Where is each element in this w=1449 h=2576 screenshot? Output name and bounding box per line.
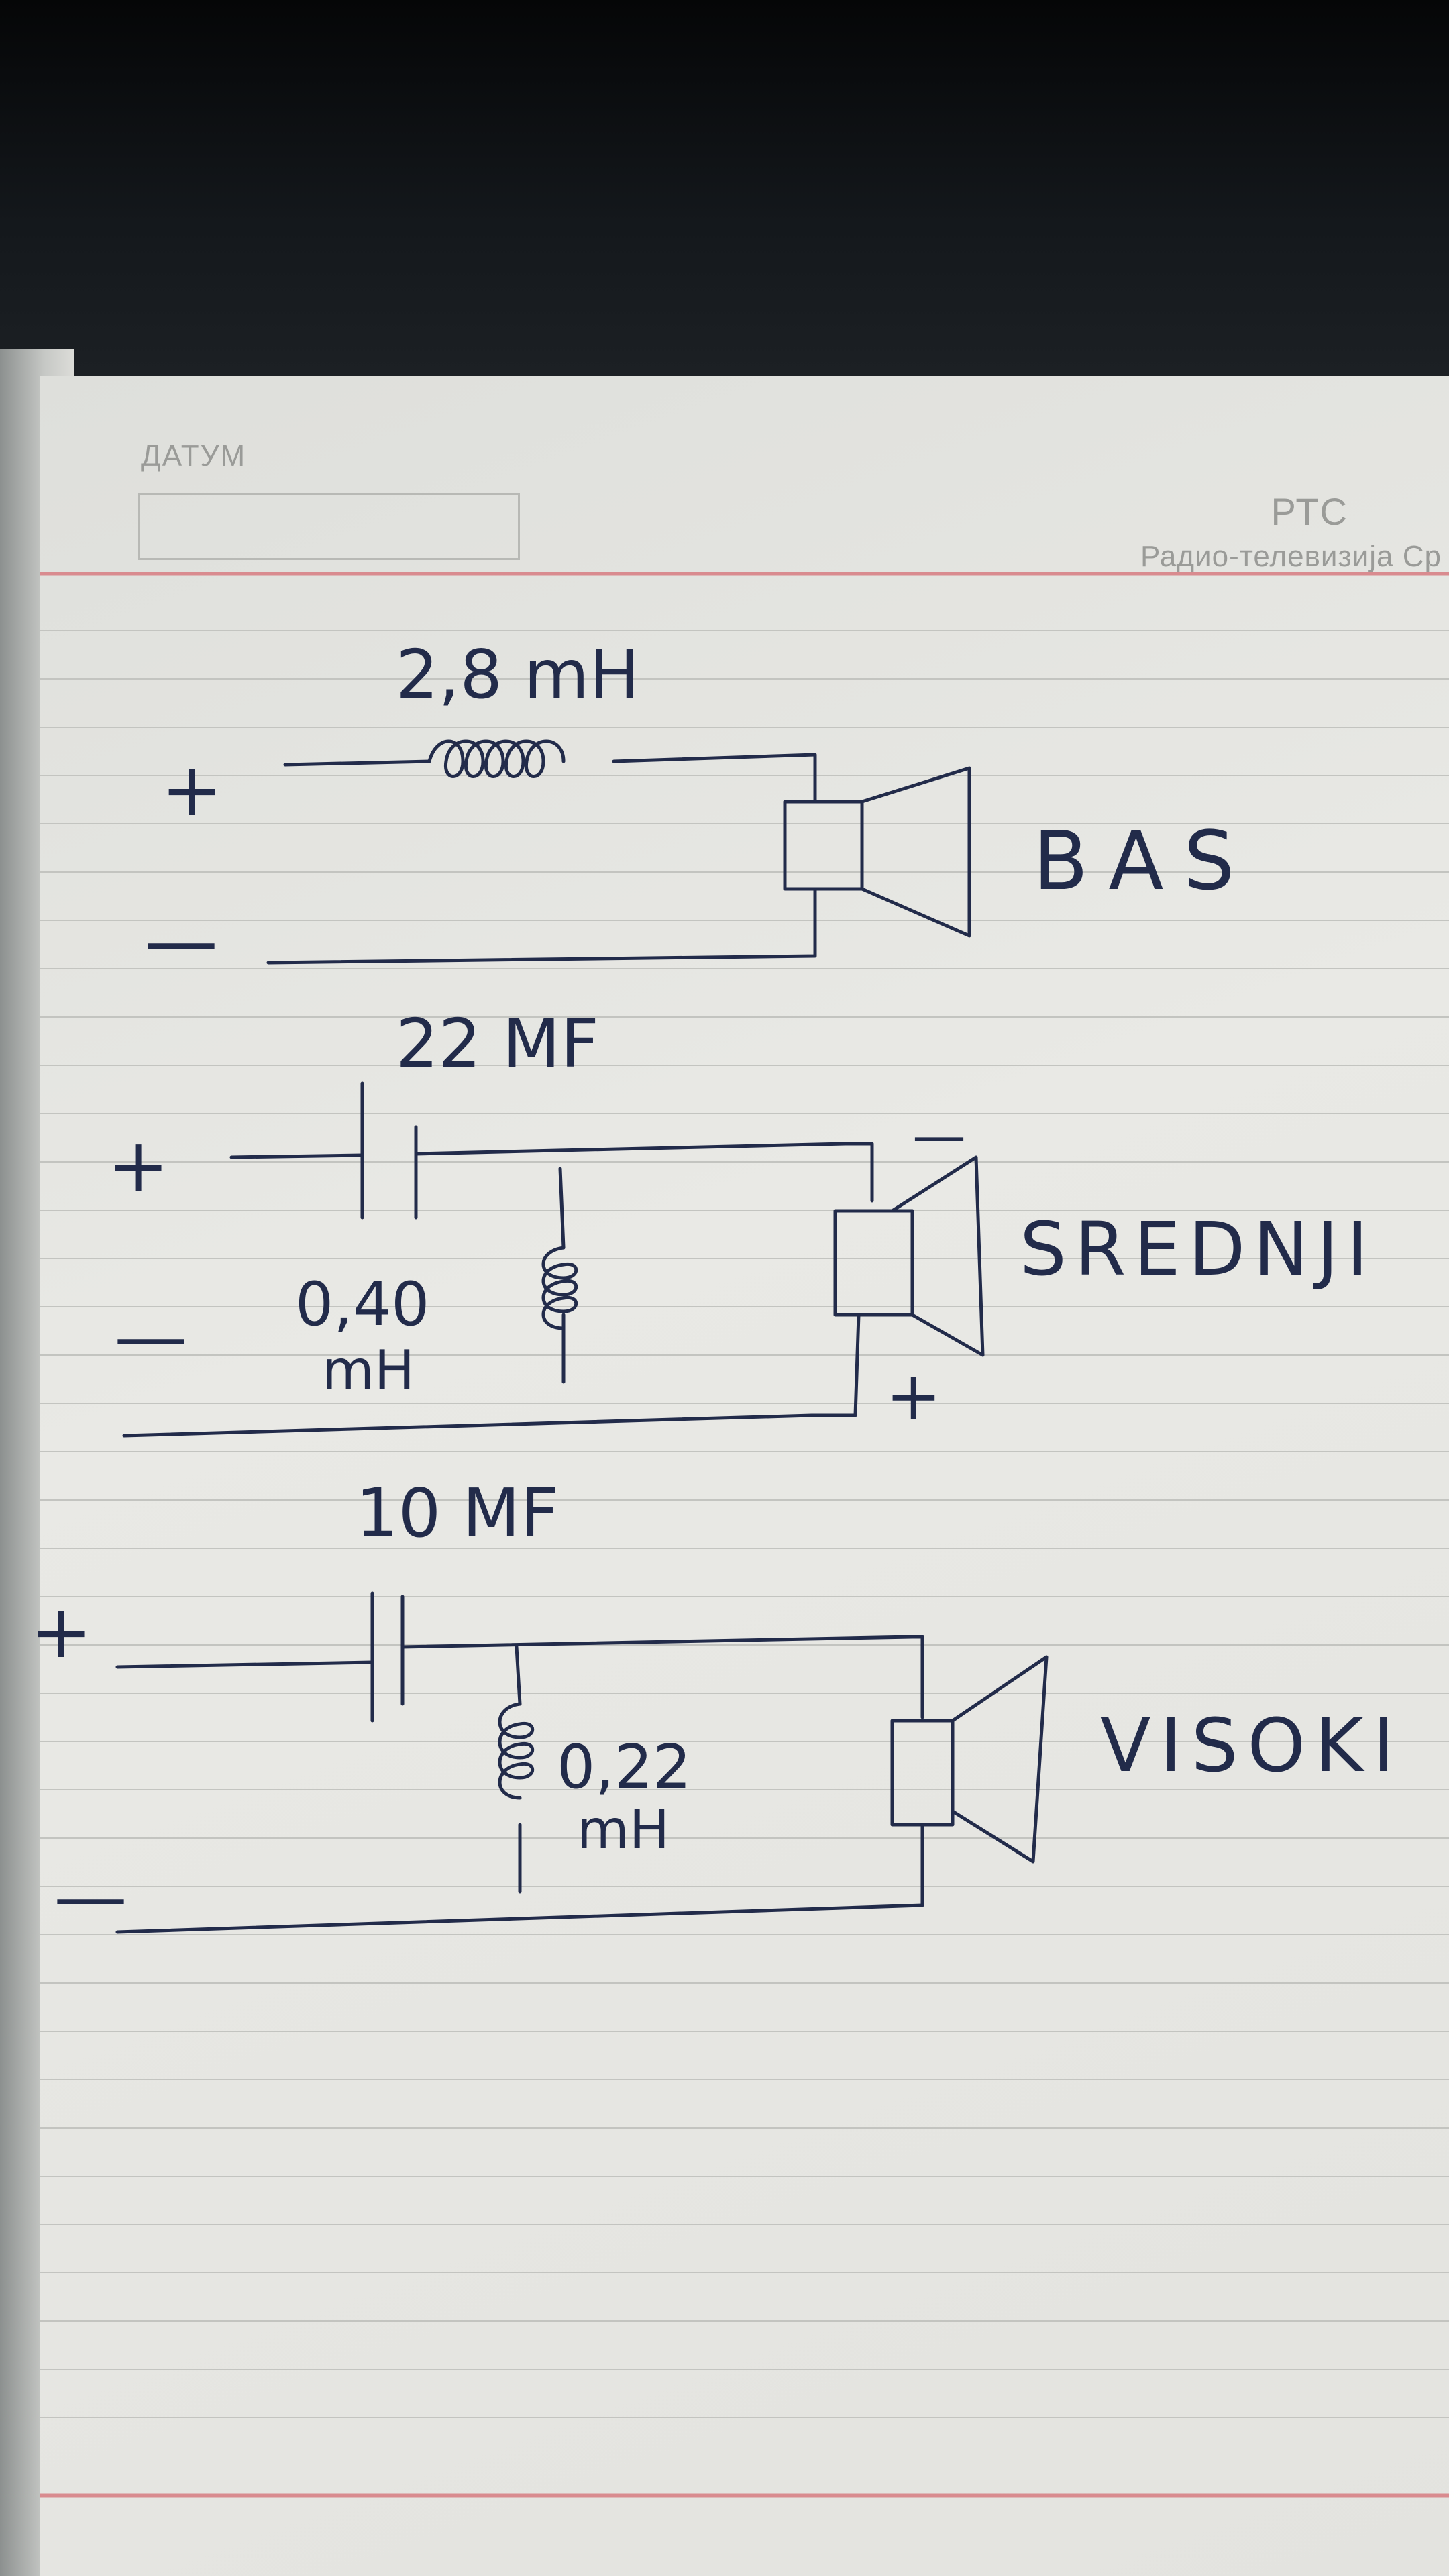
notebook-page: ДАТУМ РТС Радио-телевизија Ср — [40, 376, 1449, 2576]
bas-inductor-value: 2,8 mH — [396, 635, 639, 714]
page-ruling — [40, 572, 1449, 2498]
bas-speaker-magnet — [783, 800, 864, 891]
visoki-shunt-wire — [515, 1645, 522, 1706]
srednji-plus-wire-left — [229, 1153, 364, 1159]
srednji-inductor-value-bottom: mH — [322, 1339, 415, 1401]
visoki-speaker-magnet — [890, 1719, 955, 1827]
dark-background — [0, 0, 1449, 376]
visoki-minus-wire — [115, 1823, 924, 1934]
date-label: ДАТУМ — [141, 439, 247, 472]
srednji-minus-wire — [122, 1313, 861, 1438]
bas-minus-terminal: — — [144, 898, 218, 983]
circuit-visoki: + — 10 MF 0,22 mH VISOKI — [30, 1474, 1404, 1939]
brand-name: РТС — [1271, 490, 1348, 533]
bas-plus-wire-left — [283, 759, 431, 767]
bas-minus-wire — [266, 887, 817, 965]
srednji-capacitor-value: 22 MF — [396, 1004, 599, 1083]
circuit-srednji: + — 22 MF 0,40 mH — + SREDNJI — [107, 1004, 1377, 1438]
srednji-plus-terminal: + — [107, 1122, 169, 1208]
srednji-plus-wire-right — [414, 1142, 874, 1203]
brand-subtitle: Радио-телевизија Ср — [1140, 540, 1442, 573]
srednji-speaker-cone — [890, 1155, 985, 1357]
srednji-shunt-wire — [558, 1167, 566, 1250]
srednji-speaker-magnet — [833, 1209, 914, 1317]
bas-speaker-label: BAS — [1033, 815, 1255, 908]
bas-speaker-cone — [860, 766, 971, 938]
srednji-speaker-minus-mark: — — [912, 1104, 966, 1167]
bas-inductor — [427, 739, 566, 778]
visoki-capacitor-value: 10 MF — [356, 1474, 559, 1552]
visoki-plus-wire-right — [400, 1635, 924, 1719]
visoki-plus-wire-left — [115, 1660, 374, 1669]
srednji-speaker-label: SREDNJI — [1020, 1206, 1377, 1292]
visoki-plus-terminal: + — [30, 1589, 92, 1674]
visoki-speaker-cone — [951, 1655, 1049, 1864]
srednji-inductor-value-top: 0,40 — [295, 1269, 429, 1340]
srednji-shunt-inductor — [541, 1246, 578, 1330]
visoki-inductor-value-top: 0,22 — [557, 1732, 691, 1803]
circuit-bas: + — 2,8 mH BAS — [144, 635, 1255, 983]
srednji-minus-terminal: — — [114, 1293, 188, 1379]
srednji-speaker-plus-mark: + — [885, 1356, 942, 1435]
srednji-capacitor — [360, 1081, 418, 1220]
bas-plus-wire-right — [612, 753, 817, 804]
bas-plus-terminal: + — [161, 747, 223, 833]
date-field-box — [138, 493, 520, 560]
visoki-speaker-label: VISOKI — [1100, 1703, 1404, 1788]
visoki-shunt-inductor — [498, 1702, 535, 1800]
visoki-minus-terminal: — — [54, 1854, 127, 1939]
visoki-inductor-value-bottom: mH — [577, 1799, 669, 1861]
visoki-capacitor — [370, 1591, 405, 1723]
